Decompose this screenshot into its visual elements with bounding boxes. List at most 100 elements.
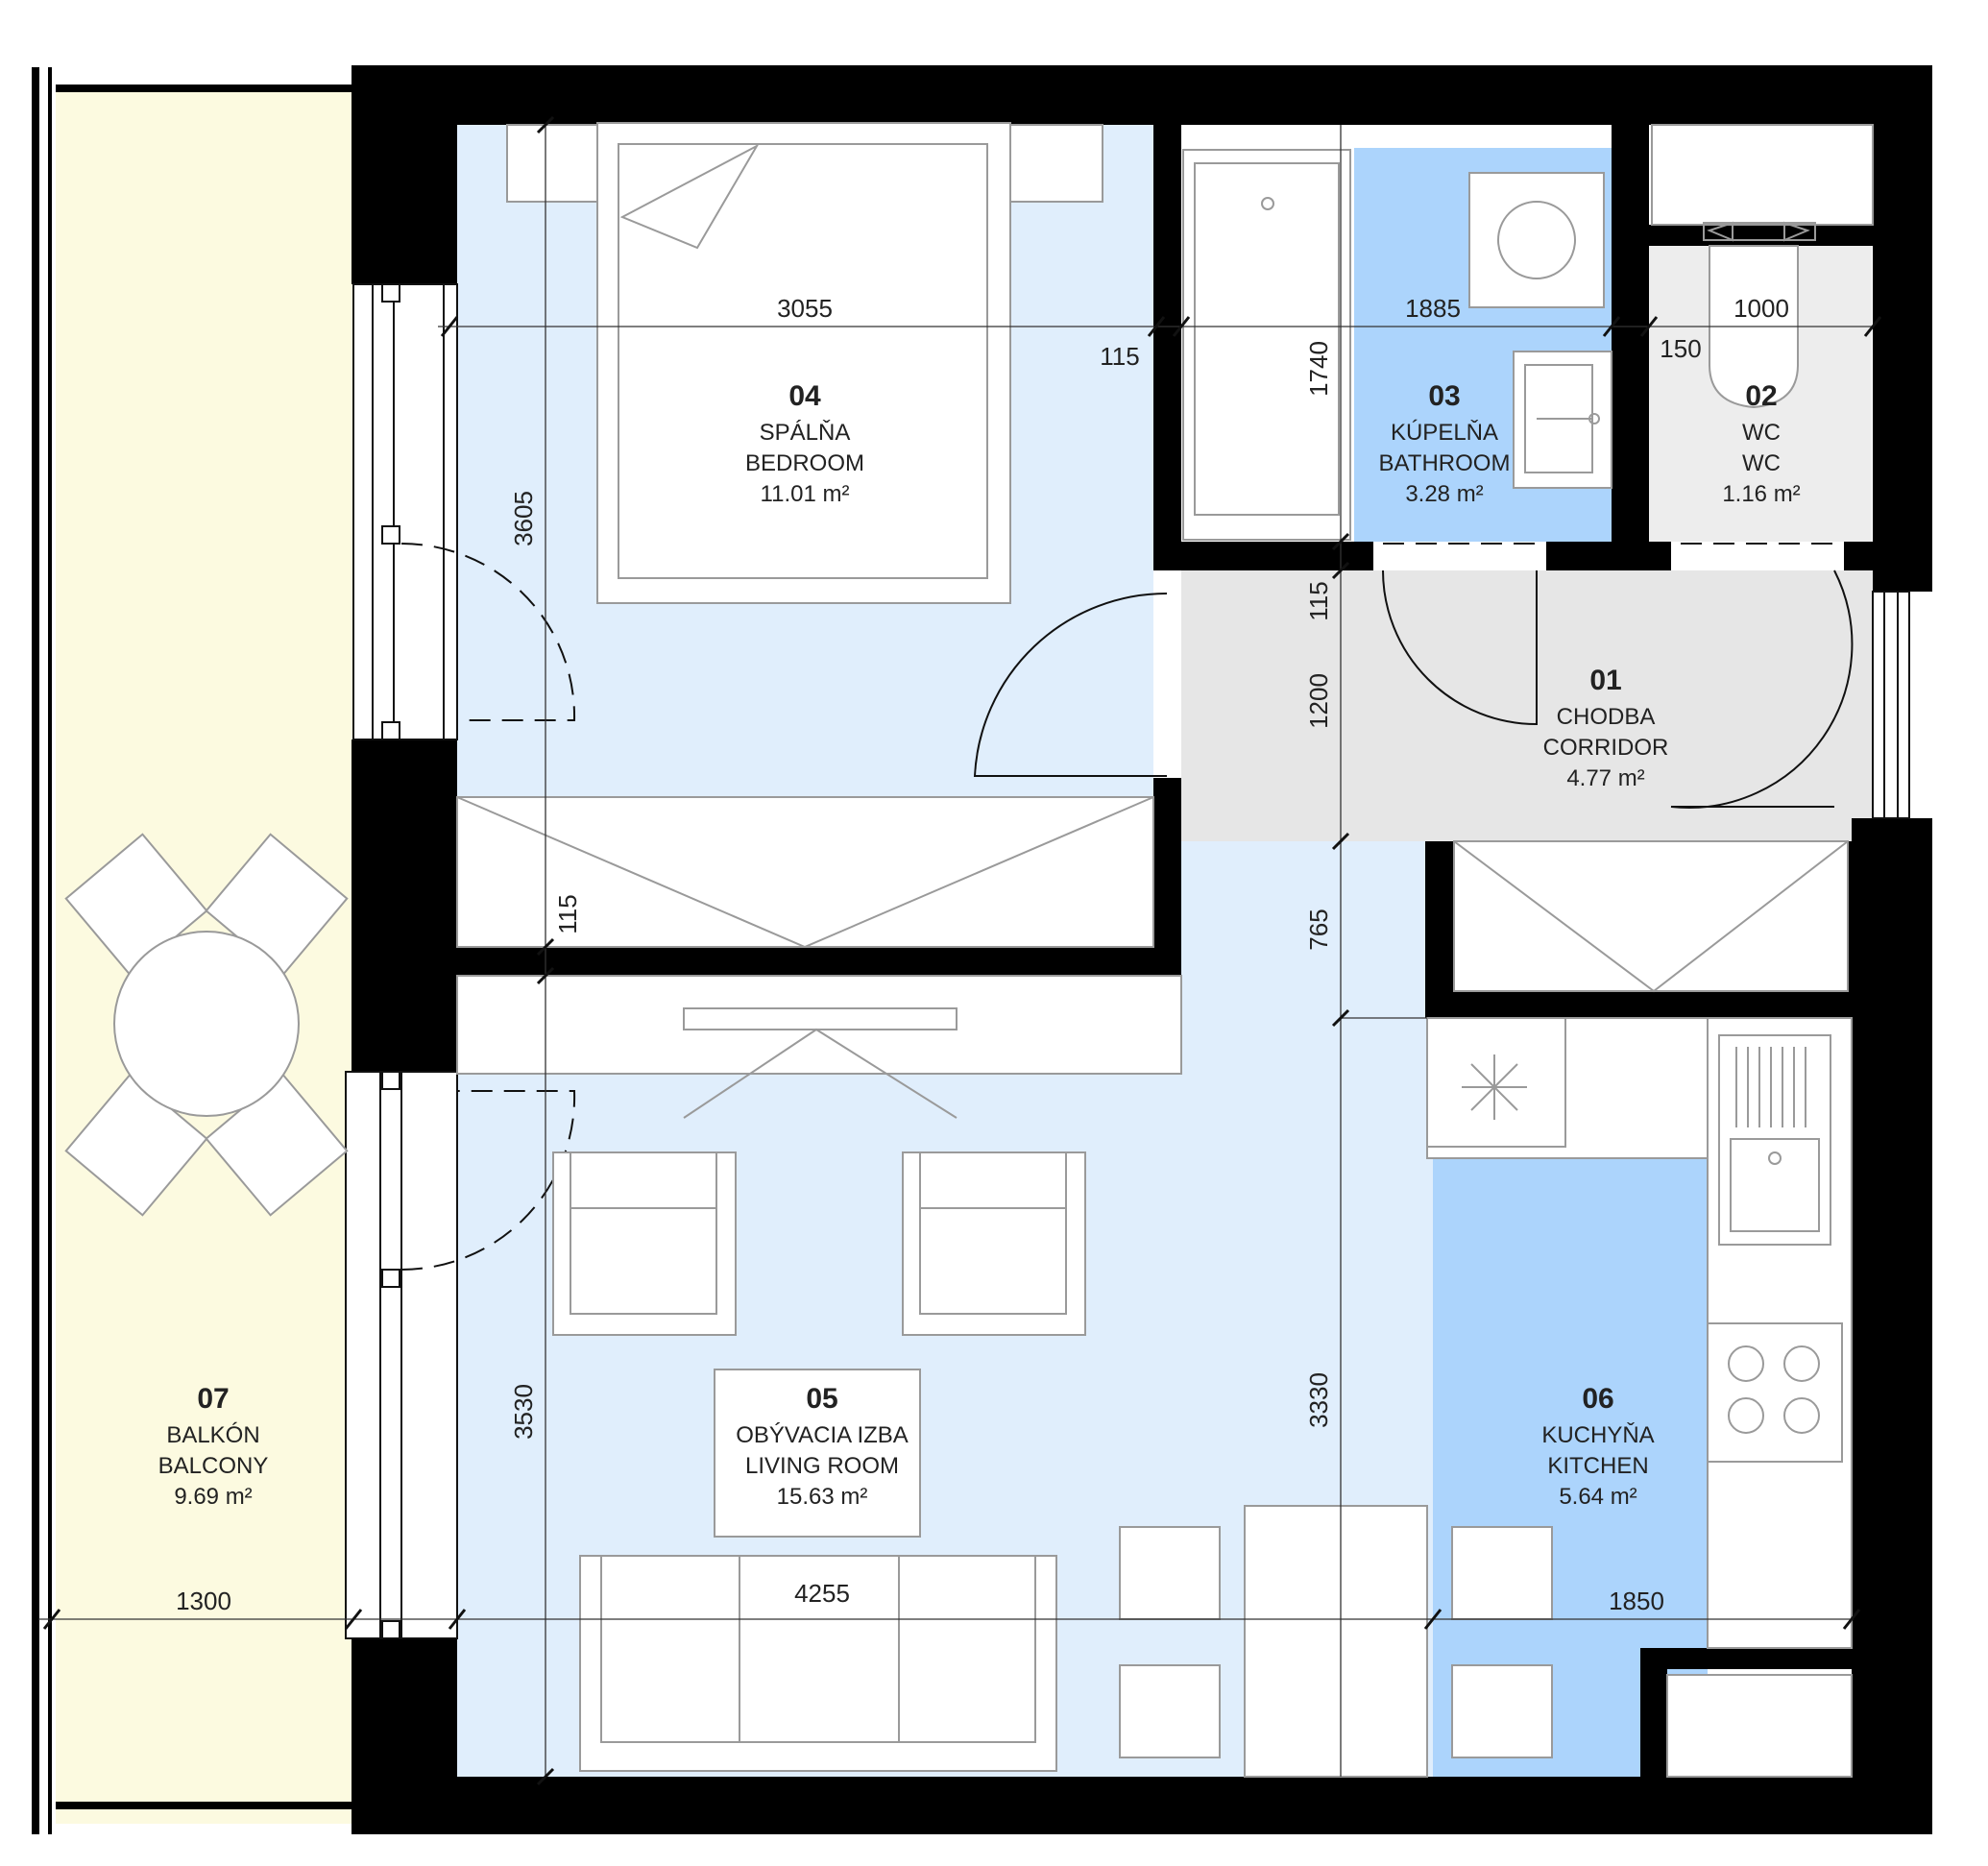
bathroom-fixtures: [1182, 124, 1874, 541]
wall-east-corridor: [1871, 818, 1932, 847]
svg-text:1.16 m²: 1.16 m²: [1722, 481, 1800, 507]
svg-text:4.77 m²: 4.77 m²: [1566, 765, 1644, 791]
balcony-door-living-swing[interactable]: [400, 1090, 576, 1271]
dim-living-width: 4255: [794, 1579, 850, 1608]
svg-text:05: 05: [806, 1383, 837, 1415]
svg-text:11.01 m²: 11.01 m²: [761, 481, 850, 507]
living-room-furniture: [456, 975, 1553, 1778]
svg-text:SPÁLŇA: SPÁLŇA: [760, 420, 851, 446]
svg-text:9.69 m²: 9.69 m²: [174, 1484, 252, 1510]
svg-text:BEDROOM: BEDROOM: [745, 450, 864, 476]
corridor-floor: [1181, 570, 1873, 841]
washing-machine: [1468, 172, 1605, 308]
svg-text:BALCONY: BALCONY: [158, 1453, 269, 1479]
wall-top-balcony-edge: [56, 85, 353, 92]
svg-text:06: 06: [1582, 1383, 1613, 1415]
wall-bed-living: [457, 947, 1181, 976]
svg-text:02: 02: [1745, 380, 1777, 412]
svg-text:KÚPELŇA: KÚPELŇA: [1391, 420, 1498, 446]
bathroom-door-swing[interactable]: [1382, 569, 1538, 726]
kitchen-fixtures: [1426, 840, 1853, 1778]
wall-bed-corridor: [1153, 778, 1181, 975]
svg-text:BATHROOM: BATHROOM: [1379, 450, 1511, 476]
dim-kitchen-width: 1850: [1609, 1587, 1664, 1615]
svg-text:KITCHEN: KITCHEN: [1547, 1453, 1648, 1479]
wall-wc-corridor: [1844, 542, 1873, 570]
bedroom-door-swing[interactable]: [973, 592, 1168, 777]
corridor-wardrobe: [1453, 840, 1849, 992]
dim-wall-bed-living: 115: [553, 894, 582, 933]
wall-bed-bath: [1153, 125, 1181, 570]
wall-kitchen-se-stub: [1640, 1648, 1667, 1777]
dim-wall-bath-corr: 115: [1304, 581, 1333, 620]
dim-kitchen-depth: 3330: [1304, 1372, 1333, 1428]
dim-living-depth: 3530: [509, 1384, 538, 1440]
svg-text:CHODBA: CHODBA: [1557, 704, 1656, 730]
wall-wardrobe-south: [1425, 991, 1852, 1018]
wardrobe-bedroom: [456, 796, 1154, 948]
dining-chair-1: [1119, 1526, 1221, 1620]
storage-niche: [1666, 1674, 1853, 1778]
svg-text:WC: WC: [1742, 450, 1781, 476]
sofa: [579, 1555, 1057, 1772]
svg-text:01: 01: [1589, 665, 1621, 696]
svg-text:WC: WC: [1742, 420, 1781, 446]
wall-bottom-balcony-edge: [56, 1802, 353, 1809]
svg-text:15.63 m²: 15.63 m²: [777, 1484, 868, 1510]
wc-cistern-shelf: [1651, 124, 1874, 226]
svg-text:LIVING ROOM: LIVING ROOM: [745, 1453, 899, 1479]
dining-chair-2: [1119, 1664, 1221, 1758]
svg-text:OBÝVACIA IZBA: OBÝVACIA IZBA: [736, 1422, 909, 1448]
dim-bath-width: 1885: [1405, 294, 1461, 323]
wall-kitchen-se: [1640, 1648, 1932, 1669]
balcony-door-bedroom-swing[interactable]: [400, 543, 576, 721]
armchair-left: [552, 1151, 737, 1336]
wall-wardrobe-east: [1848, 841, 1877, 1014]
dim-wall-bed-bath: 115: [1100, 342, 1139, 371]
wall-south: [352, 1777, 1932, 1834]
window-bedroom[interactable]: [352, 283, 458, 740]
wall-wc-top: [1649, 225, 1873, 246]
dim-wc-offset: 150: [1660, 334, 1701, 363]
wall-north: [352, 65, 1932, 125]
dining-chair-3: [1451, 1526, 1553, 1620]
balcony-table: [113, 931, 300, 1117]
dim-bedroom-width: 3055: [777, 294, 833, 323]
room-label-living-room: 05 OBÝVACIA IZBA LIVING ROOM 15.63 m²: [736, 1383, 909, 1510]
dim-bath-depth: 1740: [1304, 341, 1333, 397]
wall-bath-corridor: [1181, 542, 1373, 570]
room-label-bedroom: 04 SPÁLŇA BEDROOM 11.01 m²: [745, 380, 864, 507]
svg-text:3.28 m²: 3.28 m²: [1405, 481, 1483, 507]
room-label-corridor: 01 CHODBA CORRIDOR 4.77 m²: [1543, 665, 1669, 791]
wall-west-upper: [352, 65, 457, 284]
bathtub: [1182, 149, 1351, 541]
svg-text:5.64 m²: 5.64 m²: [1559, 1484, 1636, 1510]
dimension-labels: 3055 1885 1000 150 115 4255 1850 1300 36…: [176, 294, 1789, 1615]
svg-text:CORRIDOR: CORRIDOR: [1543, 735, 1669, 761]
fridge-symbol: [1462, 1054, 1527, 1120]
walls: [32, 65, 1932, 1834]
windows: [345, 283, 1910, 1639]
svg-text:03: 03: [1428, 380, 1460, 412]
bed-blanket-fold: [619, 143, 760, 250]
dim-bedroom-depth: 3605: [509, 491, 538, 546]
dining-chair-4: [1451, 1664, 1553, 1758]
wc-door-swing[interactable]: [1670, 569, 1854, 809]
tv: [683, 1007, 958, 1030]
balcony-railing-left-inner: [48, 67, 52, 1834]
dim-balcony-width: 1300: [176, 1587, 231, 1615]
balcony-furniture: [64, 833, 349, 1217]
window-corridor-east[interactable]: [1872, 591, 1910, 819]
wall-bath-corridor-2: [1546, 542, 1671, 570]
coffee-table: [714, 1369, 921, 1538]
balcony-railing-left: [32, 67, 39, 1834]
double-bed: [596, 122, 1011, 604]
svg-text:BALKÓN: BALKÓN: [166, 1422, 259, 1448]
wall-west-middle: [352, 739, 457, 1072]
dim-corridor-depth: 1200: [1304, 673, 1333, 729]
living-room-floor-upper: [1179, 841, 1433, 976]
dim-wardrobe-depth: 765: [1304, 909, 1333, 950]
room-label-balcony: 07 BALKÓN BALCONY 9.69 m²: [158, 1383, 269, 1510]
cooktop: [1707, 1322, 1843, 1463]
